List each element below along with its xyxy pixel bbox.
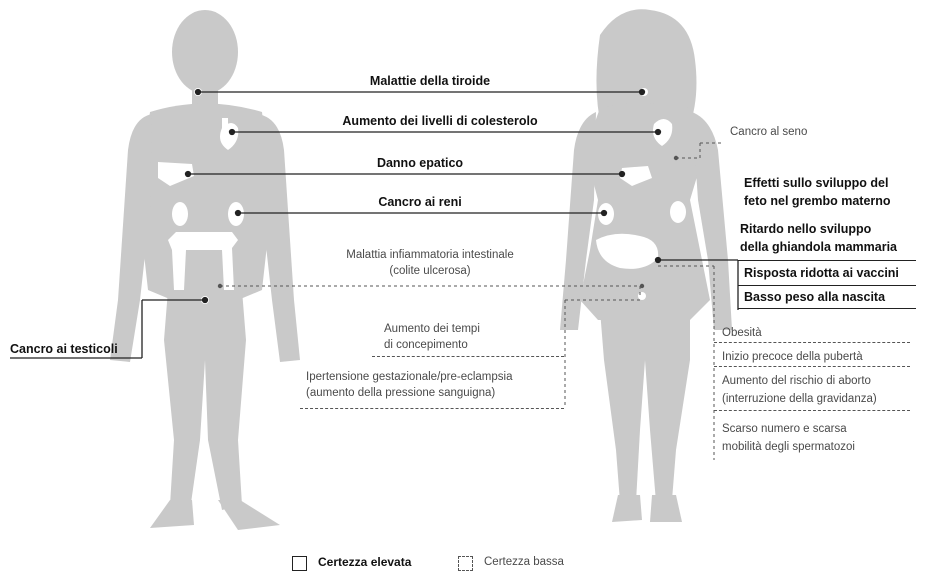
label-testicular-cancer: Cancro ai testicoli bbox=[10, 340, 118, 358]
legend-low-certainty-swatch bbox=[458, 556, 473, 571]
label-breast-cancer: Cancro al seno bbox=[730, 123, 807, 141]
label-mammary-line1: Ritardo nello sviluppo bbox=[740, 220, 871, 238]
label-vaccines: Risposta ridotta ai vaccini bbox=[744, 264, 899, 282]
label-sperm-line2: mobilità degli spermatozoi bbox=[722, 438, 855, 456]
legend-high-certainty-label: Certezza elevata bbox=[318, 553, 411, 571]
label-liver-damage: Danno epatico bbox=[340, 154, 500, 172]
legend-high-certainty-swatch bbox=[292, 556, 307, 571]
label-hypertension-line2: (aumento della pressione sanguigna) bbox=[306, 384, 495, 402]
label-puberty: Inizio precoce della pubertà bbox=[722, 348, 863, 366]
label-bowel-disease-line2: (colite ulcerosa) bbox=[300, 262, 560, 280]
label-sperm-line1: Scarso numero e scarsa bbox=[722, 420, 847, 438]
label-birth-weight: Basso peso alla nascita bbox=[744, 288, 885, 306]
label-miscarriage-line2: (interruzione della gravidanza) bbox=[722, 390, 877, 408]
label-fetal-development-line1: Effetti sullo sviluppo del bbox=[744, 174, 888, 192]
label-thyroid: Malattie della tiroide bbox=[320, 72, 540, 90]
label-mammary-line2: della ghiandola mammaria bbox=[740, 238, 897, 256]
label-fetal-development-line2: feto nel grembo materno bbox=[744, 192, 891, 210]
label-conception-line2: di concepimento bbox=[384, 336, 468, 354]
legend-low-certainty-label: Certezza bassa bbox=[484, 553, 564, 571]
label-cholesterol: Aumento dei livelli di colesterolo bbox=[300, 112, 580, 130]
label-obesity: Obesità bbox=[722, 324, 762, 342]
label-kidney-cancer: Cancro ai reni bbox=[340, 193, 500, 211]
label-miscarriage-line1: Aumento del rischio di aborto bbox=[722, 372, 871, 390]
male-silhouette bbox=[110, 10, 300, 530]
